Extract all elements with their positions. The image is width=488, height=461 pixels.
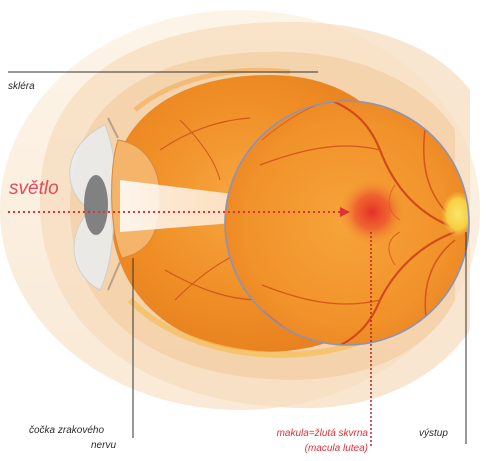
macula-label-line1: makula=žlutá skvrna xyxy=(265,428,368,440)
macula-label-line2: (macula lutea) xyxy=(265,443,368,455)
lens-label-line2: nervu xyxy=(91,440,116,452)
exit-label: výstup xyxy=(419,428,448,440)
sclera-label: skléra xyxy=(8,81,35,93)
light-label: světlo xyxy=(9,178,59,200)
lens-label-line1: čočka zrakového xyxy=(29,425,104,437)
